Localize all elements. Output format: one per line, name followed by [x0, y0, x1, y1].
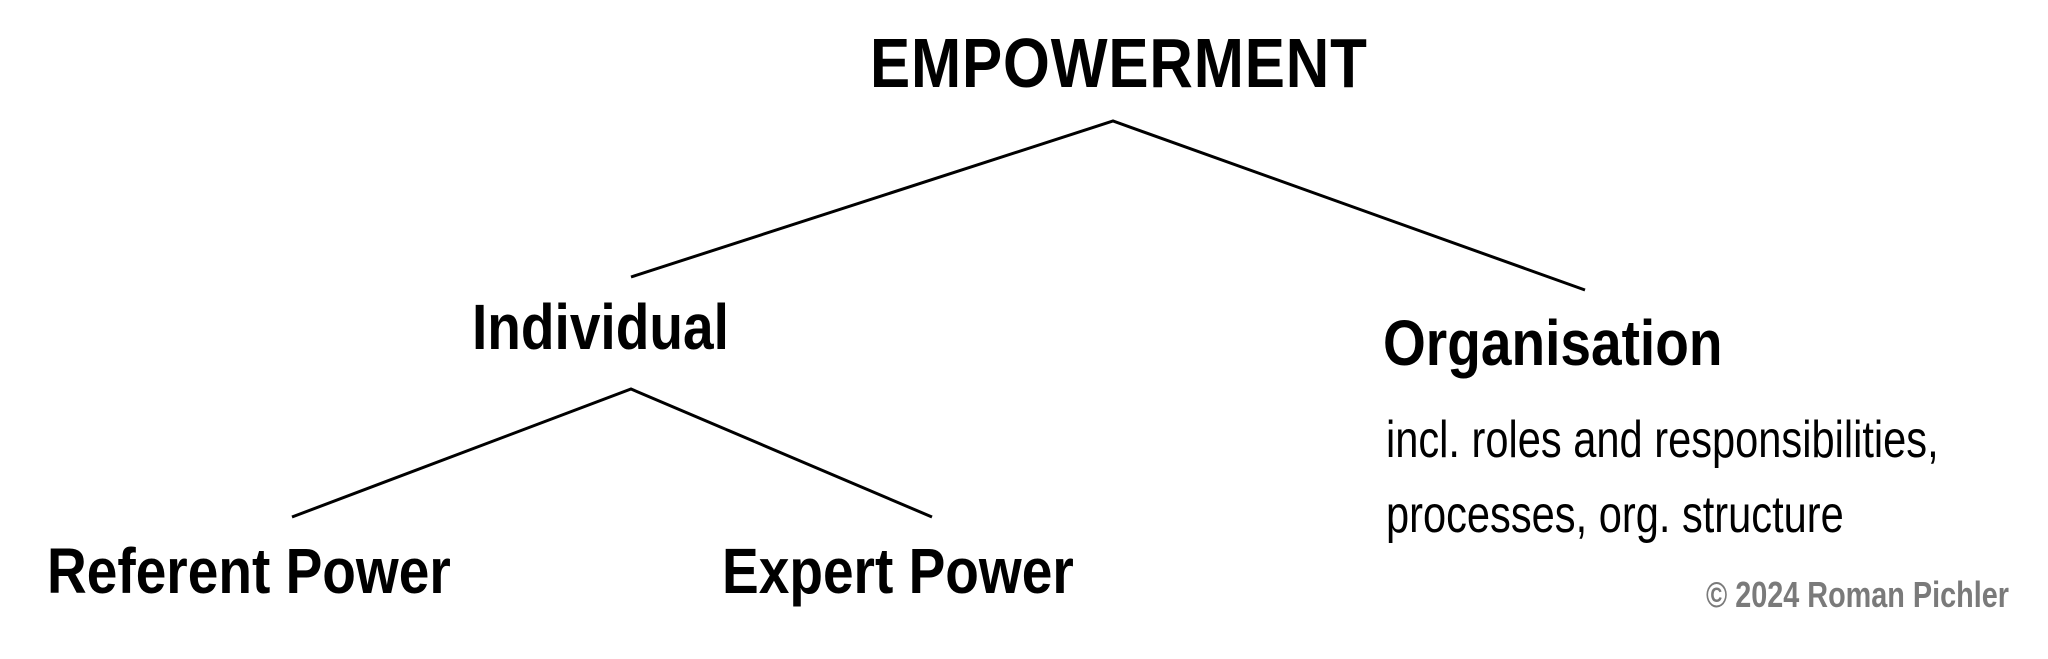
copyright-notice: © 2024 Roman Pichler [1706, 574, 2009, 615]
referent-power-label: Referent Power [47, 535, 451, 607]
individual-node-label: Individual [472, 291, 729, 363]
organisation-description: incl. roles and responsibilities, proces… [1386, 403, 1939, 553]
organisation-node-label: Organisation [1383, 307, 1723, 379]
root-node-label: EMPOWERMENT [870, 24, 1368, 102]
expert-power-label: Expert Power [722, 535, 1074, 607]
connector-root-branches [630, 119, 1586, 292]
organisation-description-line: incl. roles and responsibilities, [1386, 411, 1939, 469]
organisation-description-line: processes, org. structure [1386, 486, 1844, 544]
connector-individual-branches [291, 387, 933, 519]
